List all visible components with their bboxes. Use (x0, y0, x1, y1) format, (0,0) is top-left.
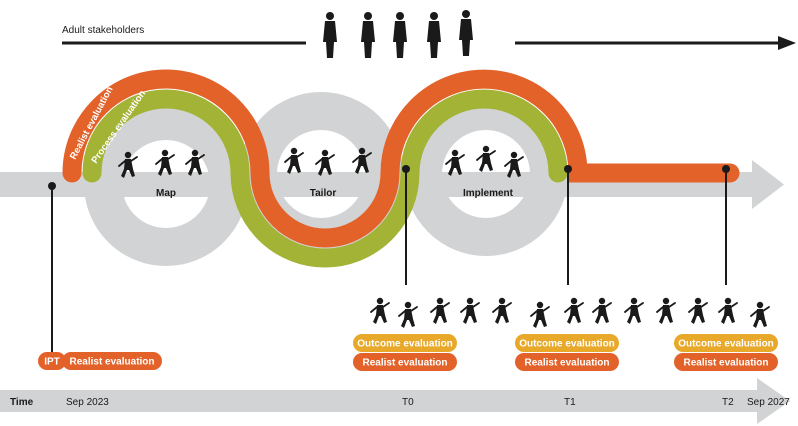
stakeholders-arrowhead (778, 36, 796, 50)
child-figure-icon (564, 296, 584, 325)
main-arrow-head (752, 160, 784, 209)
phase-map-label: Map (156, 188, 176, 199)
outcome-pill-t2-label: Outcome evaluation (678, 339, 774, 350)
child-figure-icon (530, 300, 550, 329)
time-start-label: Sep 2023 (66, 397, 109, 408)
realist-pill-start-label: Realist evaluation (69, 357, 154, 368)
child-figure-icon (592, 296, 612, 325)
realist-pill-t2 (674, 353, 778, 371)
realist-evaluation-band (62, 69, 740, 248)
child-figure-icon (656, 296, 676, 325)
outcome-pill-t1 (515, 334, 619, 352)
realist-pill-t0 (353, 353, 457, 371)
tailor-children-icons (284, 146, 372, 177)
realist-pill-t1 (515, 353, 619, 371)
ipt-pill-label: IPT (44, 357, 60, 368)
child-figure-icon (370, 296, 390, 325)
time-t2-label: T2 (722, 397, 734, 408)
time-arrow-head (757, 378, 790, 424)
stakeholders-label: Adult stakeholders (62, 25, 144, 36)
time-arrow-shaft (0, 390, 760, 412)
children-row-icons (370, 296, 770, 329)
phase-tailor-label: Tailor (310, 188, 337, 199)
adult-stakeholder-icons (323, 10, 473, 58)
child-figure-icon (718, 296, 738, 325)
child-figure-icon (750, 300, 770, 329)
phase-implement-label: Implement (463, 188, 514, 199)
child-figure-icon (492, 296, 512, 325)
child-figure-icon (460, 296, 480, 325)
realist-pill-t1-label: Realist evaluation (524, 358, 609, 369)
time-label: Time (10, 397, 34, 408)
realist-pill-start (62, 352, 162, 370)
timepoint-lines (51, 169, 727, 352)
adult-figure-icon (361, 12, 375, 58)
outcome-pill-t0-label: Outcome evaluation (357, 339, 453, 350)
process-evaluation-band (82, 89, 568, 268)
child-figure-icon (476, 144, 496, 173)
realist-pill-t0-label: Realist evaluation (362, 358, 447, 369)
child-figure-icon (284, 146, 304, 175)
time-t1-label: T1 (564, 397, 576, 408)
ipt-pill (38, 352, 66, 370)
child-figure-icon (624, 296, 644, 325)
outcome-pill-t2 (674, 334, 778, 352)
time-t0-label: T0 (402, 397, 414, 408)
time-end-label: Sep 2027 (747, 397, 790, 408)
adult-figure-icon (427, 12, 441, 58)
realist-pill-t2-label: Realist evaluation (683, 358, 768, 369)
map-ring (84, 102, 248, 266)
child-figure-icon (688, 296, 708, 325)
timepoint-dots (48, 165, 730, 190)
adult-figure-icon (459, 10, 473, 56)
adult-figure-icon (393, 12, 407, 58)
outcome-pill-t0 (353, 334, 457, 352)
adult-figure-icon (323, 12, 337, 58)
outcome-pill-t1-label: Outcome evaluation (519, 339, 615, 350)
child-figure-icon (430, 296, 450, 325)
child-figure-icon (398, 300, 418, 329)
